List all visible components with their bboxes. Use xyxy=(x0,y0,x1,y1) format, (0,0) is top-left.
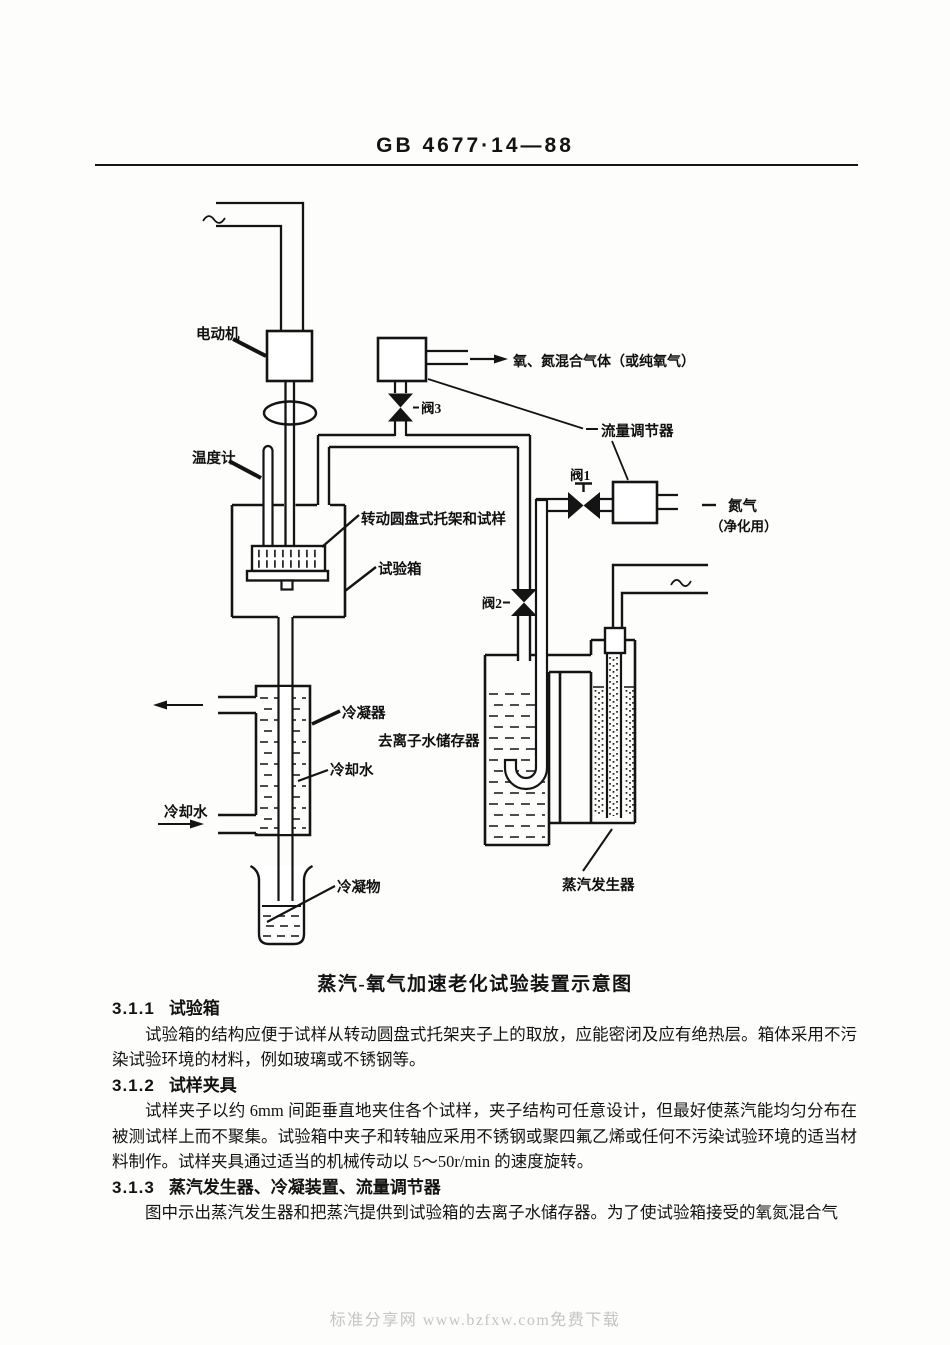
disc-plate xyxy=(245,569,330,582)
motor-assembly xyxy=(202,201,318,551)
valve3-icon xyxy=(388,407,413,422)
valve1-icon xyxy=(568,492,584,519)
thermometer-leader xyxy=(228,459,262,480)
body-text: 3.1.1 试验箱 试验箱的结构应便于试样从转动圆盘式托架夹子上的取放，应能密闭及… xyxy=(112,996,857,1226)
water-out-arrowhead-icon xyxy=(153,700,167,710)
test-chamber-box xyxy=(230,503,347,619)
section-number: 3.1.2 xyxy=(112,1075,155,1095)
valve1-right-pipe xyxy=(600,497,613,513)
section-title: 蒸汽发生器、冷凝装置、流量调节器 xyxy=(168,1177,441,1197)
gas-arrowhead-icon xyxy=(494,354,508,364)
flow-regulator-box-2 xyxy=(611,480,659,525)
motor-box xyxy=(265,329,314,383)
cooling-inner-leader xyxy=(297,768,329,783)
inner-tube-mask xyxy=(279,687,292,834)
section-number: 3.1.3 xyxy=(112,1177,155,1197)
cooling-water-left-label: 冷却水 xyxy=(164,803,208,821)
watermark: 标准分享网 www.bzfxw.com免费下载 xyxy=(329,1312,621,1329)
condenser-label: 冷凝器 xyxy=(342,704,386,722)
nitrogen-note-label: （净化用） xyxy=(710,518,778,534)
valve1-handle xyxy=(575,482,592,492)
flow-regulator-label: 流量调节器 xyxy=(601,422,674,440)
heater-group xyxy=(582,563,708,872)
disc-foot xyxy=(280,579,294,591)
heater-tube-walls xyxy=(605,653,623,818)
thermometer-tube xyxy=(262,444,274,545)
shaft-coupling xyxy=(262,400,318,426)
bubbler-j-tube xyxy=(503,498,549,791)
steam-generator-leader xyxy=(582,828,613,872)
ac-squiggle-right-icon xyxy=(670,579,692,587)
valve2-icon xyxy=(511,589,537,603)
doc-number: GB 4677·14—88 xyxy=(376,134,574,157)
steam-generator-label: 蒸汽发生器 xyxy=(562,876,635,894)
flow-regulator-leader xyxy=(427,378,584,430)
section-title: 试验箱 xyxy=(168,999,220,1018)
diagram-labels: 电动机 温度计 转动圆盘式托架和试样 试验箱 阀3 氧、氮混合气体（或纯氧气） … xyxy=(164,325,778,896)
section-number: 3.1.1 xyxy=(112,999,155,1018)
flow-regulator-box-1 xyxy=(376,336,428,383)
condenser-group xyxy=(153,684,312,837)
gas-supply-group xyxy=(376,336,508,436)
valve3-stem xyxy=(393,381,408,436)
motor-label: 电动机 xyxy=(196,325,240,343)
holder-leader xyxy=(321,514,360,548)
section-title: 试样夹具 xyxy=(168,1075,237,1095)
valve2-label: 阀2 xyxy=(482,595,502,611)
section-heading-3-1-3: 3.1.3 蒸汽发生器、冷凝装置、流量调节器 xyxy=(112,1175,857,1201)
valve2-icon xyxy=(511,602,537,616)
section-heading-3-1-2: 3.1.2 试样夹具 xyxy=(112,1073,857,1099)
beaker-group xyxy=(249,617,314,946)
valve1-label: 阀1 xyxy=(570,467,591,483)
cooling-ports xyxy=(218,695,256,835)
test-chamber-group xyxy=(230,444,347,619)
water-in-arrowhead-icon xyxy=(190,819,204,829)
specimen-drum xyxy=(250,544,327,573)
steam-generator-group xyxy=(483,498,635,847)
figure-caption: 蒸汽-氧气加速老化试验装置示意图 xyxy=(317,974,633,995)
condensate-label: 冷凝物 xyxy=(337,878,381,896)
thermometer-label: 温度计 xyxy=(192,449,236,467)
water-vessel xyxy=(483,653,635,847)
main-gas-pipe xyxy=(316,433,532,589)
gas-inlet-lines xyxy=(426,349,468,366)
drive-duct xyxy=(216,201,305,331)
gas-mixture-label: 氧、氮混合气体（或纯氧气） xyxy=(512,353,695,370)
section-heading-3-1-1: 3.1.1 试验箱 xyxy=(112,996,857,1022)
di-water-reservoir-label: 去离子水储存器 xyxy=(378,732,480,750)
condenser-leader xyxy=(311,709,341,726)
motor-leader xyxy=(232,337,267,358)
nitrogen-label: 氮气 xyxy=(728,497,757,515)
heater-collar xyxy=(603,626,627,655)
label-leaders xyxy=(228,337,377,923)
rotating-holder-label: 转动圆盘式托架和试样 xyxy=(361,510,506,528)
vessel-water xyxy=(489,693,545,838)
header-rule xyxy=(95,164,858,167)
valve1-icon xyxy=(583,492,600,519)
test-chamber-label: 试验箱 xyxy=(378,560,422,578)
drive-duct-inner xyxy=(216,224,283,331)
nitrogen-inlet-lines xyxy=(657,493,678,511)
condensate-liquid xyxy=(263,915,300,937)
section-paragraph: 试样夹子以约 6mm 间距垂直地夹住各个试样，夹子结构可任意设计，但最好使蒸汽能… xyxy=(112,1101,857,1171)
heater-element-dots xyxy=(594,657,634,816)
section-paragraph: 试验箱的结构应便于试样从转动圆盘式托架夹子上的取放，应能密闭及应有绝热层。箱体采… xyxy=(112,1024,857,1070)
flow-regulator-leader xyxy=(611,440,629,481)
section-paragraph: 图中示出蒸汽发生器和把蒸汽提供到试验箱的去离子水储存器。为了使试验箱接受的氧氮混… xyxy=(145,1203,838,1222)
main-pipe-group xyxy=(316,378,629,661)
ac-squiggle-top-icon xyxy=(202,215,226,224)
chamber-leader xyxy=(344,566,377,592)
valve2-outlet-pipe xyxy=(516,616,532,661)
condensate-leader xyxy=(266,885,336,923)
valve3-label: 阀3 xyxy=(421,400,441,416)
valve3-icon xyxy=(388,393,413,408)
heater-conduit xyxy=(611,563,708,629)
nitrogen-branch-group xyxy=(536,480,716,525)
heater-casing xyxy=(589,638,637,823)
cooling-water-inner-label: 冷却水 xyxy=(330,761,374,779)
condenser-shell xyxy=(254,684,312,837)
